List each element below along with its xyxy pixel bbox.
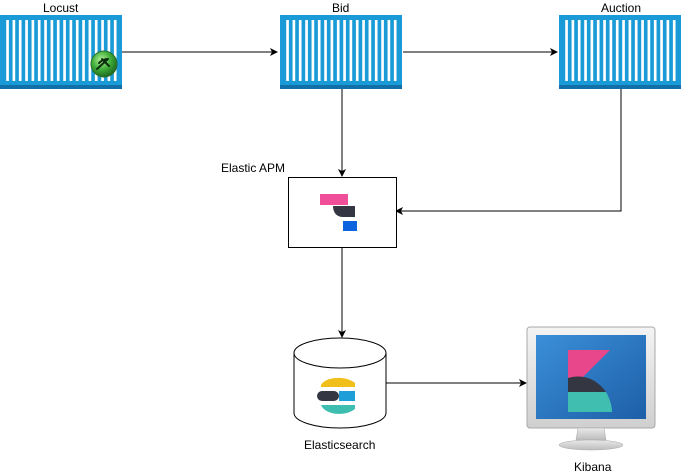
container-stripe [63, 20, 66, 81]
container-stripe [50, 20, 54, 81]
elasticsearch-database[interactable] [293, 337, 389, 429]
container-stripe [107, 20, 111, 81]
container-stripe [628, 20, 632, 81]
container-stripe [368, 20, 372, 81]
container-stripe [305, 20, 308, 81]
container-stripe [75, 20, 79, 81]
elasticsearch-label: Elasticsearch [304, 438, 376, 452]
container-stripe [672, 20, 676, 81]
container-stripe [590, 20, 594, 81]
container-stripe [666, 20, 670, 81]
container-stripe [374, 20, 378, 81]
container-stripe [44, 20, 47, 81]
container-stripe [634, 20, 638, 81]
elastic-apm-logo-icon [320, 194, 357, 231]
elastic-apm-box[interactable] [288, 177, 397, 248]
apm-label: Elastic APM [221, 161, 286, 175]
bid-container[interactable] [280, 15, 402, 89]
container-stripe [12, 20, 16, 81]
container-stripe [603, 20, 606, 81]
container-stripe [69, 20, 73, 81]
container-stripe [609, 20, 613, 81]
container-stripe [94, 20, 98, 81]
edge-auction-to-apm [395, 89, 622, 215]
container-stripe [565, 20, 568, 81]
kibana-label: Kibana [574, 460, 612, 474]
container-stripe [355, 20, 359, 81]
container-stripe [330, 20, 334, 81]
locust-badge-icon [90, 50, 118, 78]
container-stripe [387, 20, 391, 81]
container-stripe [37, 20, 41, 81]
container-stripe [113, 20, 117, 81]
container-stripe [571, 20, 575, 81]
container-stripe [349, 20, 353, 81]
auction-label: Auction [601, 1, 642, 15]
container-stripe [622, 20, 625, 81]
container-stripe [18, 20, 22, 81]
container-stripe [298, 20, 302, 81]
container-stripe [615, 20, 619, 81]
locust-label: Locust [43, 1, 79, 15]
auction-container[interactable] [559, 15, 681, 89]
container-stripe [286, 20, 289, 81]
container-stripe [101, 20, 104, 81]
container-stripe [324, 20, 327, 81]
container-stripe [362, 20, 365, 81]
container-stripe [660, 20, 663, 81]
container-stripe [311, 20, 315, 81]
container-stripe [596, 20, 600, 81]
monitor-icon[interactable] [526, 326, 656, 456]
container-stripe [82, 20, 85, 81]
container-stripe [641, 20, 644, 81]
container-icon [559, 15, 681, 89]
container-stripe [577, 20, 581, 81]
container-stripe [292, 20, 296, 81]
container-stripe [336, 20, 340, 81]
bid-label: Bid [332, 1, 350, 15]
container-stripe [584, 20, 587, 81]
container-stripe [88, 20, 92, 81]
container-stripe [393, 20, 397, 81]
container-stripe [381, 20, 384, 81]
container-stripe [25, 20, 28, 81]
container-stripe [343, 20, 346, 81]
container-stripe [647, 20, 651, 81]
container-stripe [31, 20, 35, 81]
container-stripe [653, 20, 657, 81]
container-icon [280, 15, 402, 89]
kibana-logo-icon [568, 350, 612, 412]
elasticsearch-logo-icon [317, 377, 355, 414]
container-stripe [56, 20, 60, 81]
container-stripe [317, 20, 321, 81]
container-stripe [6, 20, 9, 81]
